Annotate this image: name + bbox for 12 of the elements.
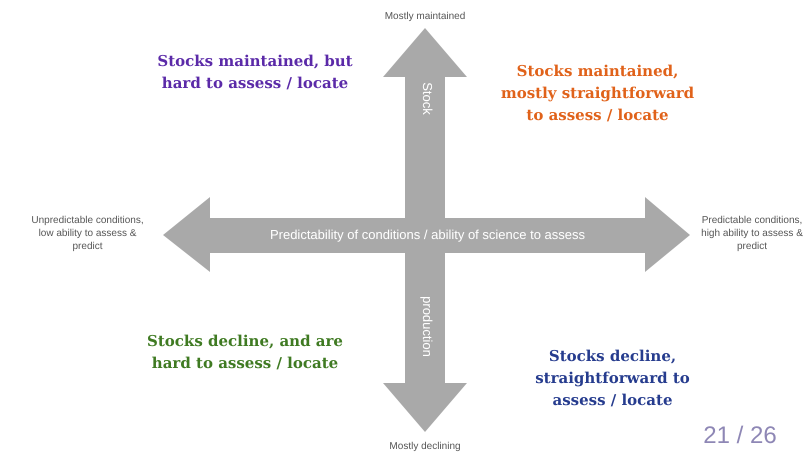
quadrant-label: Stocks decline, and are hard to assess / locate [146,331,344,374]
axis-label: production [419,296,434,356]
quadrant-label: Stocks maintained, mostly straightforward to assess / locate [500,61,696,126]
axis-end-label: Predictable conditions, high ability to assess & predict [700,214,804,253]
quadrant-label: Stocks maintained, but hard to assess / locate [156,51,354,94]
axis-end-label: Mostly maintained [384,10,466,23]
page-number: 21 / 26 [702,422,778,450]
axis-end-label: Unpredictable conditions, low ability to assess & predict [30,214,145,253]
axis-end-label: Mostly declining [388,440,462,453]
axis-label: Predictability of conditions / ability of science to assess [268,227,586,242]
quadrant-label: Stocks decline, straightforward to assess / locate [534,346,691,411]
axis-label: Stock [419,82,434,114]
